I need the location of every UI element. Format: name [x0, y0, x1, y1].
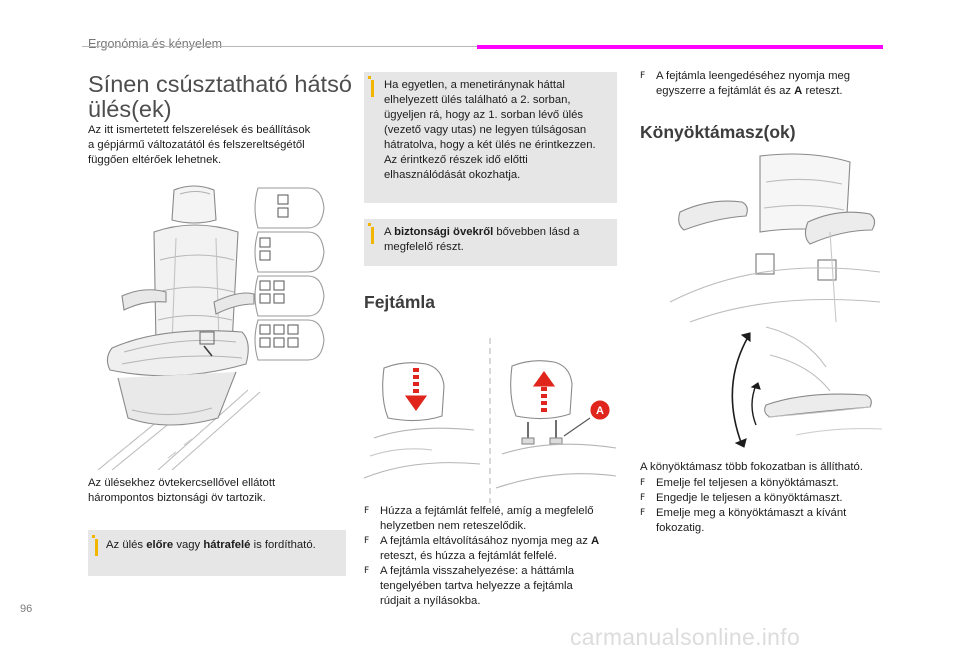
list-item: F Engedje le teljesen a könyöktámaszt.	[640, 491, 885, 506]
note-text-bold: biztonsági övekről	[394, 226, 494, 238]
armrest-adjust-illustration	[706, 325, 884, 452]
note-box-warning: Ha egyetlen, a menetiránynak háttal elhe…	[364, 72, 617, 203]
step-line: fokozatig.	[656, 522, 705, 534]
step-bold: A	[794, 85, 803, 97]
header-rule	[82, 46, 477, 47]
note-marker-icon	[92, 535, 98, 556]
list-item: F Húzza a fejtámlát felfelé, amíg a megf…	[364, 504, 620, 534]
belt-line: Az ülésekhez övtekercsellővel ellátott	[88, 477, 276, 489]
step-line: egyszerre a fejtámlát és az	[656, 85, 795, 97]
note-text-part: A	[384, 226, 395, 238]
bullet-icon: F	[364, 506, 370, 516]
step-line: rúdjait a nyílásokba.	[380, 595, 481, 607]
intro-line: függően eltérőek lehetnek.	[88, 154, 222, 166]
step-line: A fejtámla visszahelyezése: a háttámla	[380, 565, 575, 577]
bullet-icon: F	[364, 536, 370, 546]
note-line: Az érintkező részek idő előtti	[384, 154, 528, 166]
armrest-seat-illustration	[640, 152, 885, 327]
rail-seat-illustration	[88, 180, 340, 471]
note-text-bold: előre	[146, 539, 174, 551]
headrest-heading: Fejtámla	[364, 292, 435, 312]
note-line: hátratolva, hogy a két ülés ne érintkezz…	[384, 139, 596, 151]
note-box-belts: A biztonsági övekről bővebben lásd a meg…	[364, 219, 617, 266]
step-line: reteszt, és húzza a fejtámlát felfelé.	[380, 550, 558, 562]
page-number: 96	[20, 603, 33, 615]
note-belts-text: A biztonsági övekről bővebben lásd a meg…	[384, 225, 614, 255]
note-text-part: vagy	[173, 539, 204, 551]
note-marker-icon	[368, 223, 374, 244]
note-text-part: bővebben lásd a	[493, 226, 580, 238]
header-accent-bar	[477, 45, 883, 49]
section-title-line1: Sínen csúsztatható hátsó	[88, 71, 352, 97]
step-line: Emelje fel teljesen a könyöktámaszt.	[656, 477, 839, 489]
note-text-part: Az ülés	[106, 539, 147, 551]
note-warning-text: Ha egyetlen, a menetiránynak háttal elhe…	[384, 78, 614, 183]
note-line: Ha egyetlen, a menetiránynak háttal	[384, 79, 565, 91]
list-item: F Emelje meg a könyöktámaszt a kívánt fo…	[640, 506, 885, 536]
headrest-steps-list: F Húzza a fejtámlát felfelé, amíg a megf…	[364, 504, 620, 609]
intro-line: a gépjármű változatától és felszereltség…	[88, 139, 305, 151]
note-marker-icon	[368, 76, 374, 97]
list-item: F A fejtámla eltávolításához nyomja meg …	[364, 534, 620, 564]
step-line: Húzza a fejtámlát felfelé, amíg a megfel…	[380, 505, 594, 517]
note-line: ügyeljen rá, hogy az 1. sorban lévő ülés	[384, 109, 584, 121]
section-title: Sínen csúsztatható hátsó ülés(ek)	[88, 72, 358, 122]
note-text-bold: hátrafelé	[203, 539, 251, 551]
note-text-part: is fordítható.	[250, 539, 316, 551]
note-box-rotate: Az ülés előre vagy hátrafelé is fordítha…	[88, 530, 346, 576]
note-text-part: megfelelő részt.	[384, 241, 464, 253]
note-line: elhasználódását okozhatja.	[384, 169, 521, 181]
callout-marker-a: A	[596, 405, 604, 417]
note-line: (vezető vagy utas) ne legyen túlságosan	[384, 124, 587, 136]
note-line: elhelyezett ülés található a 2. sorban,	[384, 94, 571, 106]
bullet-icon: F	[640, 493, 646, 503]
step-line: Engedje le teljesen a könyöktámaszt.	[656, 492, 843, 504]
intro-line: Az itt ismertetett felszerelések és beál…	[88, 124, 311, 136]
step-line: helyzetben nem reteszelődik.	[380, 520, 527, 532]
belt-line: hárompontos biztonsági öv tartozik.	[88, 492, 266, 504]
bullet-icon: F	[640, 478, 646, 488]
step-line: Emelje meg a könyöktámaszt a kívánt	[656, 507, 847, 519]
step-line: tengelyében tartva helyezze a fejtámla	[380, 580, 573, 592]
headrest-illustration: A	[363, 338, 617, 503]
step-line: A fejtámla eltávolításához nyomja meg az	[380, 535, 591, 547]
armrest-steps-list: F Emelje fel teljesen a könyöktámaszt. F…	[640, 476, 885, 536]
armrest-intro: A könyöktámasz több fokozatban is állíth…	[640, 461, 863, 473]
bullet-icon: F	[640, 508, 646, 518]
list-item: F A fejtámla leengedéséhez nyomja meg eg…	[640, 69, 885, 99]
bullet-icon: F	[640, 71, 646, 81]
step-line: A fejtámla leengedéséhez nyomja meg	[656, 70, 851, 82]
list-item: F Emelje fel teljesen a könyöktámaszt.	[640, 476, 885, 491]
watermark: carmanualsonline.info	[570, 624, 801, 649]
section-title-line2: ülés(ek)	[88, 96, 172, 122]
note-rotate-text: Az ülés előre vagy hátrafelé is fordítha…	[106, 538, 342, 553]
belt-paragraph: Az ülésekhez övtekercsellővel ellátott h…	[88, 476, 350, 506]
bullet-icon: F	[364, 566, 370, 576]
list-item: F A fejtámla visszahelyezése: a háttámla…	[364, 564, 620, 609]
step-line: reteszt.	[802, 85, 843, 97]
step-bold: A	[590, 535, 600, 547]
headrest-lower-list: F A fejtámla leengedéséhez nyomja meg eg…	[640, 69, 885, 99]
intro-paragraph: Az itt ismertetett felszerelések és beál…	[88, 123, 350, 168]
running-header: Ergonómia és kényelem	[88, 37, 223, 51]
armrest-heading: Könyöktámasz(ok)	[640, 122, 796, 142]
